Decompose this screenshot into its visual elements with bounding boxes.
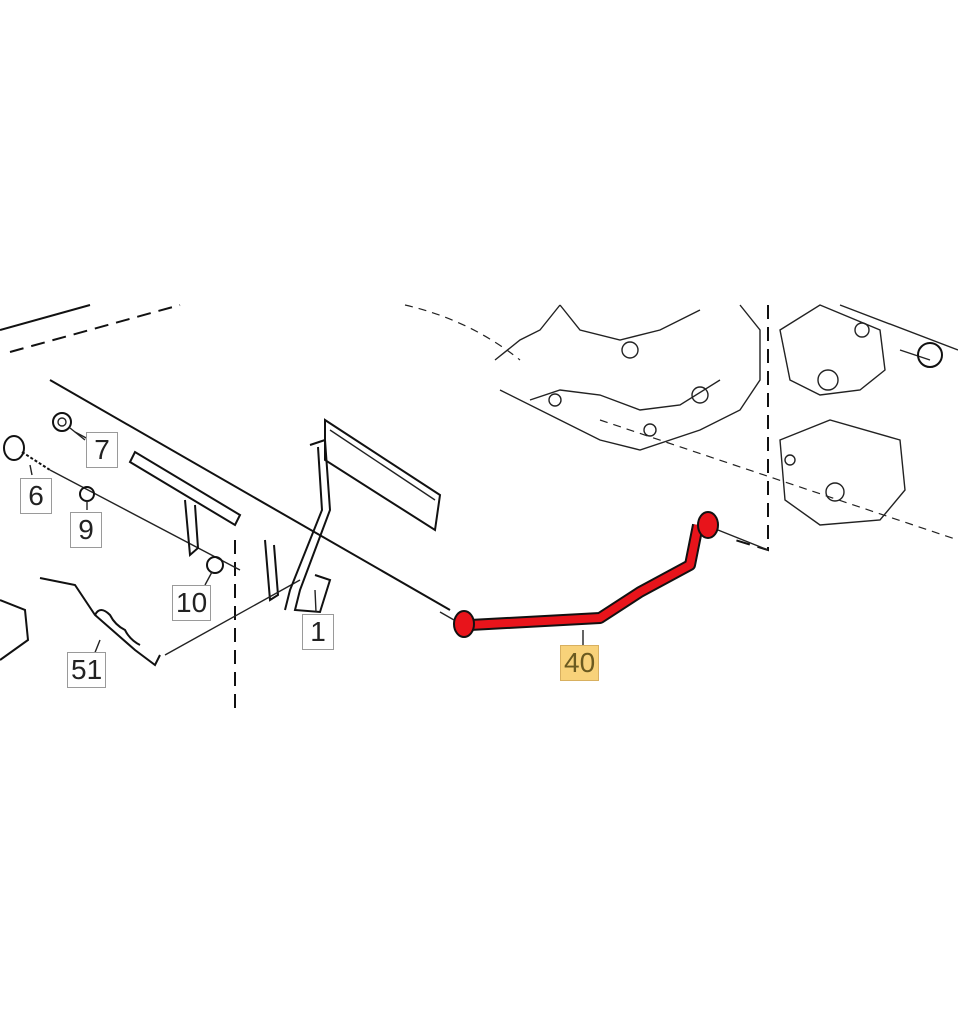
washer-icon	[917, 342, 943, 368]
engine-block-outline	[494, 304, 958, 526]
callout-9[interactable]: 9	[70, 512, 102, 548]
frame-lines	[0, 304, 958, 715]
callout-6[interactable]: 6	[20, 478, 52, 514]
callout-40-highlighted[interactable]: 40	[560, 645, 600, 681]
pedal	[284, 418, 442, 614]
rod-part-40	[439, 511, 769, 645]
callout-51[interactable]: 51	[67, 652, 107, 688]
left-parts	[0, 412, 301, 667]
callout-7[interactable]: 7	[86, 432, 118, 468]
callout-10[interactable]: 10	[172, 585, 212, 621]
leader-lines	[29, 431, 317, 656]
callout-1[interactable]: 1	[302, 614, 334, 650]
